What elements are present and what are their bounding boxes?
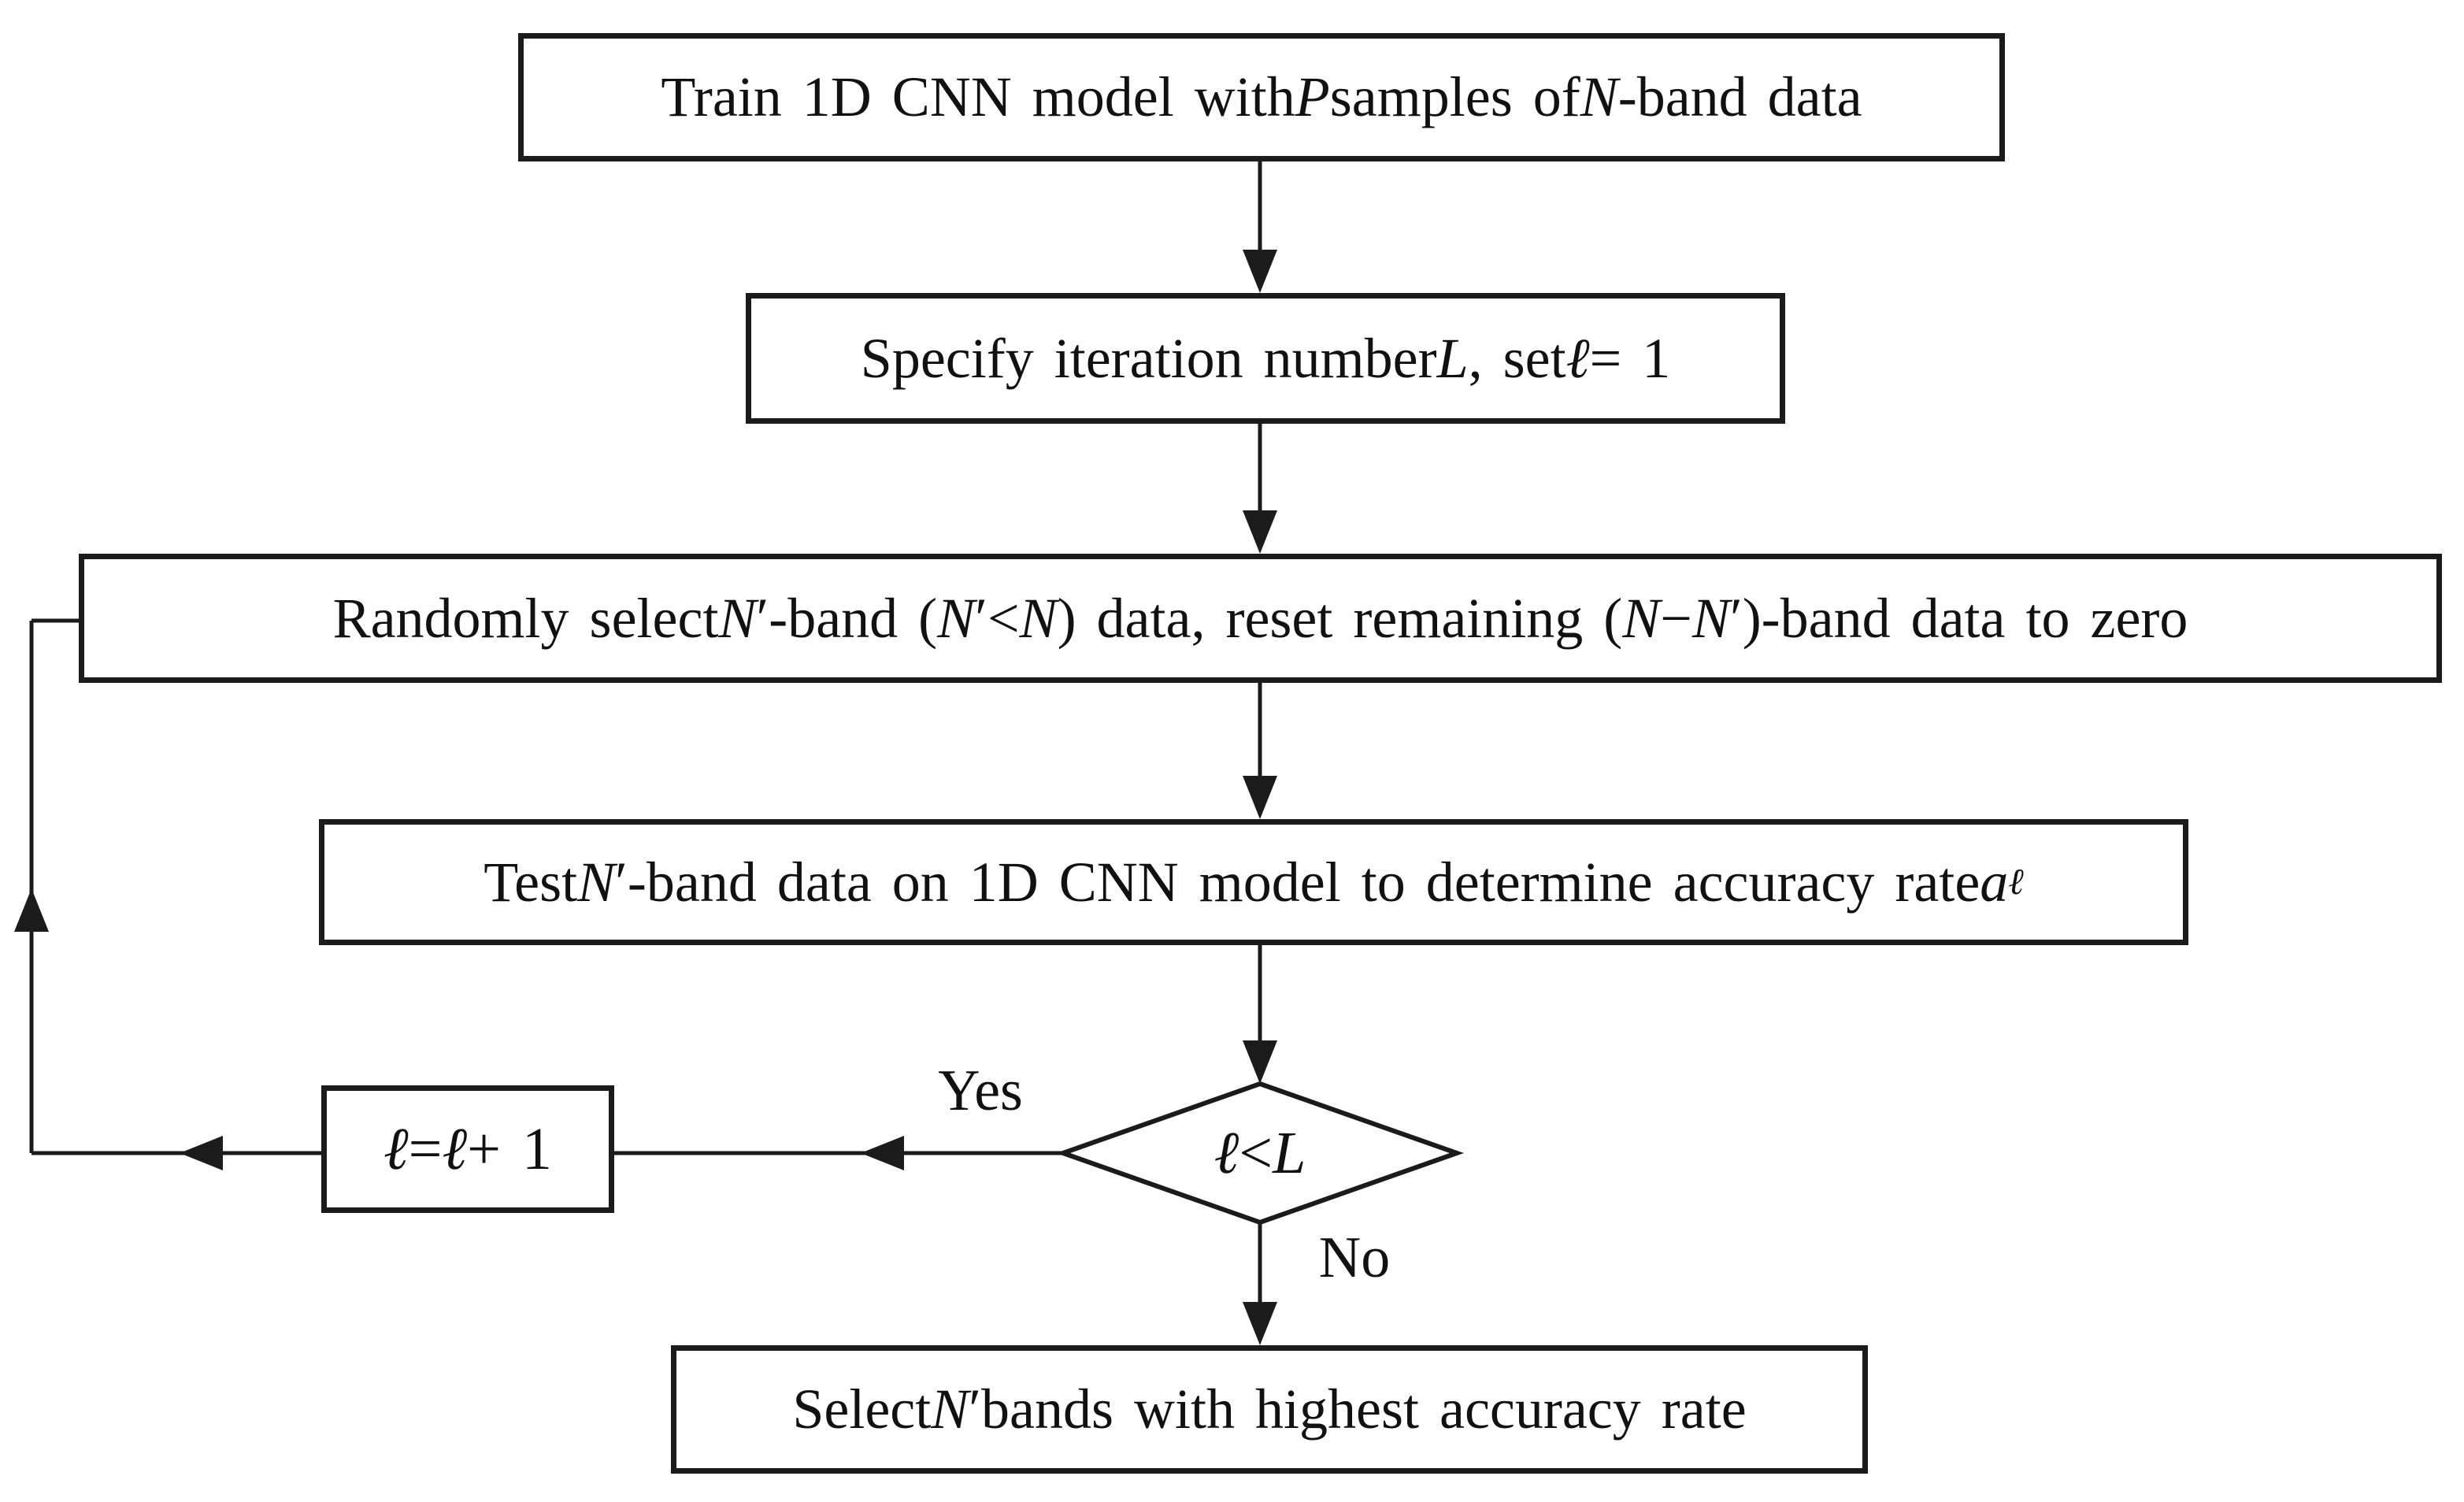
arrowhead-down-specify-icon <box>1243 250 1277 293</box>
arrowhead-up-feedback-icon <box>14 888 49 932</box>
no-branch-label: No <box>1318 1225 1391 1290</box>
arrowhead-down-random-icon <box>1243 510 1277 554</box>
arrowhead-left-yes-icon <box>861 1136 904 1170</box>
flowchart-box-specify: Specify iteration number L, set ℓ = 1 <box>746 293 1785 424</box>
arrowhead-down-select-icon <box>1243 1302 1277 1345</box>
yes-branch-label: Yes <box>938 1058 1023 1123</box>
arrowhead-down-decision-icon <box>1243 1040 1277 1084</box>
arrowhead-down-test-icon <box>1243 776 1277 819</box>
decision-label: ℓ < L <box>1213 1119 1306 1186</box>
flowchart-box-test: Test N′-band data on 1D CNN model to det… <box>319 819 2188 945</box>
flowchart-box-increment: ℓ = ℓ + 1 <box>321 1085 614 1213</box>
arrowhead-left-feedback-icon <box>180 1136 223 1170</box>
decision-diamond <box>1055 1081 1465 1226</box>
flowchart-box-random-select: Randomly select N′-band (N′ < N) data, r… <box>79 554 2442 683</box>
flowchart-box-select: Select N′ bands with highest accuracy ra… <box>671 1345 1868 1474</box>
flowchart-box-train: Train 1D CNN model with P samples of N-b… <box>518 33 2005 161</box>
